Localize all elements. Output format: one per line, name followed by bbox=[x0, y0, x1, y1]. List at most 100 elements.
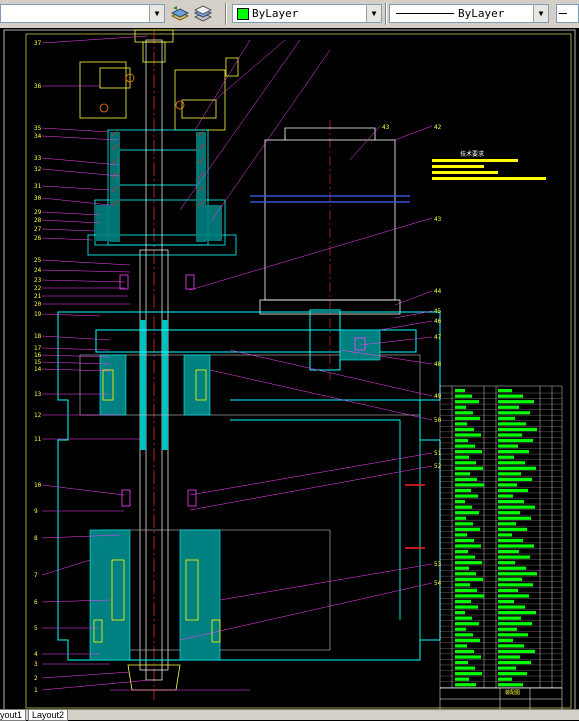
chevron-down-icon[interactable]: ▼ bbox=[149, 5, 164, 22]
table-cell bbox=[498, 527, 527, 531]
callout-17: 17 bbox=[34, 345, 42, 352]
table-cell bbox=[498, 644, 524, 648]
table-cell bbox=[498, 660, 531, 665]
table-cell bbox=[455, 627, 466, 631]
upper-cylinder-fill bbox=[96, 132, 222, 242]
top-valves bbox=[79, 29, 239, 131]
callout-6: 6 bbox=[34, 599, 38, 606]
table-cell bbox=[498, 672, 527, 676]
callout-43-b: 43 bbox=[434, 216, 442, 223]
spindle-sleeve-left bbox=[140, 320, 146, 450]
table-cell bbox=[455, 655, 481, 659]
drawing-frame bbox=[25, 33, 572, 709]
table-cell bbox=[455, 511, 479, 515]
notes-title: 技术要求 bbox=[460, 150, 484, 158]
toolbar-separator bbox=[225, 3, 227, 25]
table-cell bbox=[455, 516, 466, 520]
callout-21: 21 bbox=[34, 293, 42, 300]
table-cell bbox=[498, 555, 530, 559]
table-cell bbox=[498, 588, 518, 592]
table-cell bbox=[498, 505, 535, 509]
table-cell bbox=[455, 389, 465, 393]
callout-11: 11 bbox=[34, 436, 42, 443]
right-leaders bbox=[179, 39, 433, 641]
lineweight-dropdown[interactable] bbox=[556, 4, 579, 23]
linetype-dropdown[interactable]: ByLayer ▼ bbox=[389, 4, 549, 23]
table-cell bbox=[455, 622, 479, 626]
callout-34: 34 bbox=[34, 133, 42, 140]
table-cell bbox=[455, 555, 475, 559]
table-cell bbox=[498, 466, 536, 470]
table-cell bbox=[498, 549, 519, 554]
callout-44: 44 bbox=[434, 288, 442, 295]
callout-27: 27 bbox=[34, 226, 42, 233]
callout-15: 15 bbox=[34, 359, 42, 366]
callout-26: 26 bbox=[34, 235, 42, 242]
callout-5: 5 bbox=[34, 625, 38, 632]
callout-8: 8 bbox=[34, 535, 38, 542]
callout-12: 12 bbox=[34, 412, 42, 419]
layer-dropdown[interactable]: ▼ bbox=[0, 4, 165, 23]
callout-54: 54 bbox=[434, 580, 442, 587]
table-cell bbox=[455, 583, 470, 587]
table-cell bbox=[498, 494, 513, 498]
callout-43: 43 bbox=[382, 124, 390, 131]
table-cell bbox=[455, 577, 483, 581]
table-cell bbox=[498, 411, 530, 415]
gearbox-extension bbox=[230, 399, 421, 640]
callout-47: 47 bbox=[434, 334, 442, 341]
tab-layout1[interactable]: yout1 bbox=[0, 710, 27, 721]
layer-previous-icon[interactable] bbox=[170, 4, 190, 24]
callout-28: 28 bbox=[34, 217, 42, 224]
table-cell bbox=[455, 450, 482, 454]
table-cell bbox=[455, 427, 474, 432]
drawing-canvas[interactable]: 37 36 35 34 33 32 31 30 29 28 27 26 25 2… bbox=[0, 28, 579, 709]
table-cell bbox=[498, 500, 524, 504]
table-cell bbox=[498, 533, 512, 537]
table-cell bbox=[498, 427, 537, 432]
bearing-rollers bbox=[93, 369, 221, 643]
left-callouts: 37 36 35 34 33 32 31 30 29 28 27 26 25 2… bbox=[34, 40, 42, 694]
table-cell bbox=[455, 594, 484, 598]
callout-9: 9 bbox=[34, 508, 38, 515]
table-cell bbox=[455, 644, 467, 648]
table-cell bbox=[498, 483, 517, 487]
table-cell bbox=[455, 683, 476, 687]
table-cell bbox=[498, 566, 526, 570]
table-cell bbox=[498, 461, 525, 465]
callout-2: 2 bbox=[34, 675, 38, 682]
table-cell bbox=[498, 444, 518, 448]
callout-49: 49 bbox=[434, 393, 442, 400]
callout-35: 35 bbox=[34, 125, 42, 132]
table-cell bbox=[498, 400, 534, 404]
table-cell bbox=[455, 538, 474, 543]
table-cell bbox=[455, 672, 482, 676]
table-cell bbox=[498, 544, 534, 548]
callout-33: 33 bbox=[34, 155, 42, 162]
table-cell bbox=[455, 500, 465, 504]
table-cell bbox=[498, 511, 520, 515]
callout-37: 37 bbox=[34, 40, 42, 47]
table-cell bbox=[455, 494, 478, 498]
table-cell bbox=[455, 611, 465, 615]
parts-list-rows bbox=[440, 389, 562, 688]
callout-45: 45 bbox=[434, 308, 442, 315]
table-cell bbox=[455, 444, 475, 448]
table-cell bbox=[498, 572, 537, 576]
callout-22: 22 bbox=[34, 285, 42, 292]
table-cell bbox=[498, 605, 525, 609]
color-dropdown[interactable]: ByLayer ▼ bbox=[232, 4, 382, 23]
callout-7: 7 bbox=[34, 572, 38, 579]
table-cell bbox=[498, 561, 515, 565]
table-cell bbox=[455, 483, 484, 487]
callout-52: 52 bbox=[434, 463, 442, 470]
chevron-down-icon[interactable]: ▼ bbox=[533, 5, 548, 22]
tab-layout2[interactable]: Layout2 bbox=[28, 710, 69, 721]
chevron-down-icon[interactable]: ▼ bbox=[366, 5, 381, 22]
table-cell bbox=[498, 438, 533, 443]
assembly-drawing[interactable]: 37 36 35 34 33 32 31 30 29 28 27 26 25 2… bbox=[0, 28, 579, 709]
layer-states-icon[interactable] bbox=[193, 4, 213, 24]
sheet-border bbox=[3, 29, 576, 709]
table-cell bbox=[498, 455, 514, 459]
table-cell bbox=[455, 466, 483, 470]
